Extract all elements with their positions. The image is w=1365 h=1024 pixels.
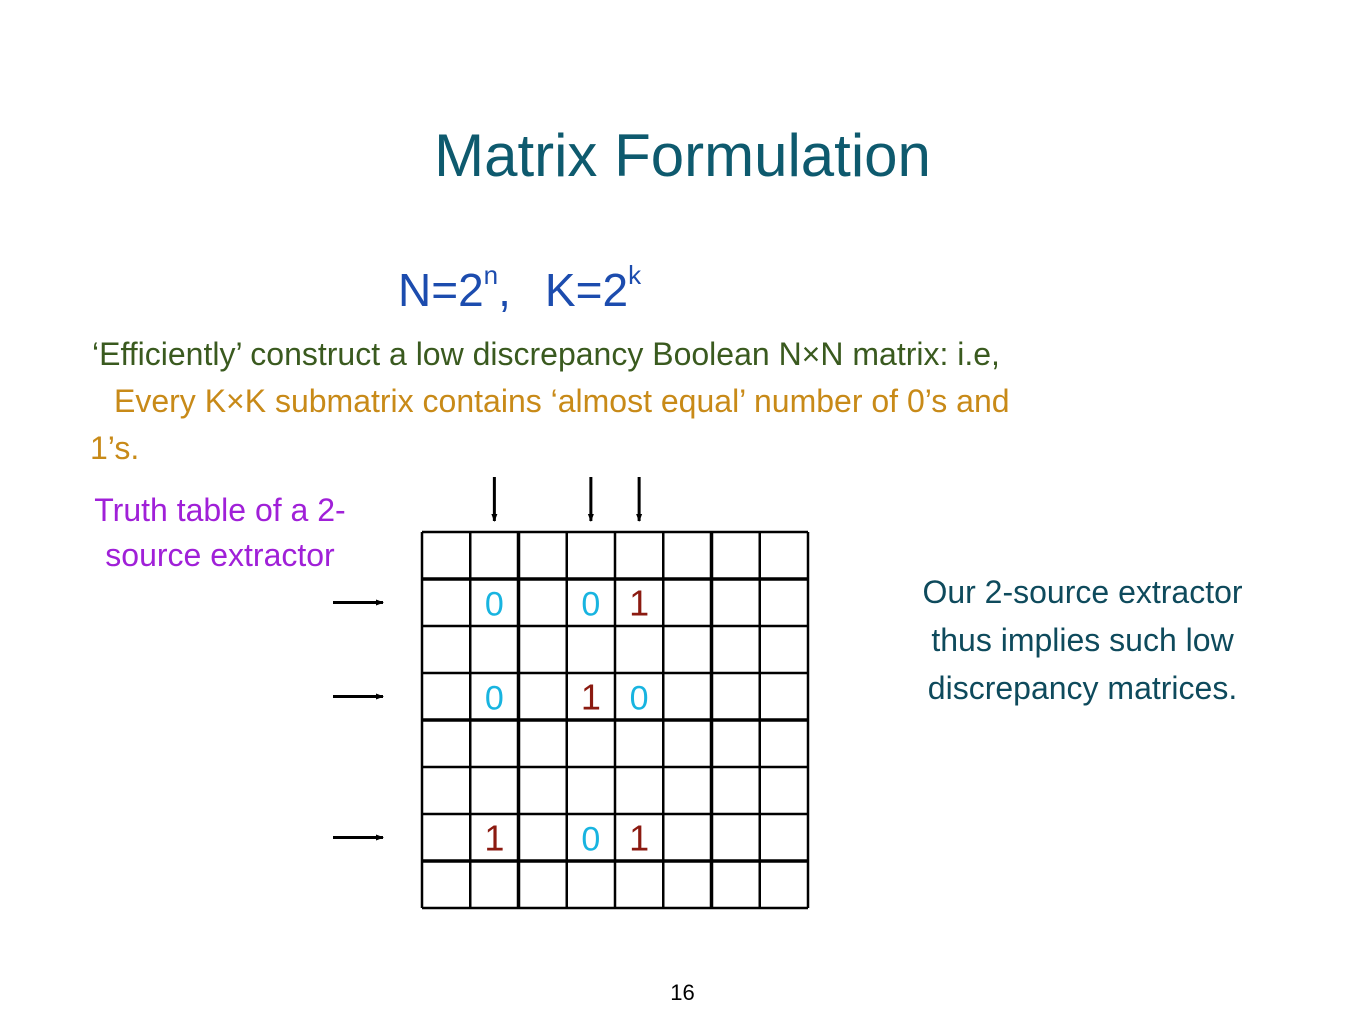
selector-arrows xyxy=(333,477,643,841)
slide-title: Matrix Formulation xyxy=(434,122,931,189)
matrix-entry-one: 1 xyxy=(581,677,601,718)
extractor-note: Our 2-source extractor thus implies such… xyxy=(855,568,1310,712)
matrix-entry-zero: 0 xyxy=(581,821,600,859)
matrix-entry-one: 1 xyxy=(629,583,649,624)
matrix-entry-zero: 0 xyxy=(630,680,649,718)
matrix-grid xyxy=(420,530,810,910)
formula-n-exponent: n xyxy=(483,260,499,290)
page-number: 16 xyxy=(670,980,695,1005)
formula-n: N=2 xyxy=(398,264,484,316)
matrix-entry-zero: 0 xyxy=(485,586,504,624)
formula-separator: , xyxy=(498,264,511,316)
matrix-entry-one: 1 xyxy=(484,818,504,859)
definition-line-2: Every K×K submatrix contains ‘almost equ… xyxy=(114,383,1010,419)
definition-line-3: 1’s. xyxy=(90,430,140,466)
truth-table-label-line-2: source extractor xyxy=(105,537,335,573)
truth-table-label: Truth table of a 2- source extractor xyxy=(40,488,400,578)
extractor-note-line-1: Our 2-source extractor xyxy=(922,574,1243,610)
formula-k: K=2 xyxy=(544,264,629,316)
definition-line-1: ‘Efficiently’ construct a low discrepanc… xyxy=(92,336,1000,372)
extractor-note-line-3: discrepancy matrices. xyxy=(927,670,1238,706)
extractor-note-line-2: thus implies such low xyxy=(931,622,1234,658)
formula-k-exponent: k xyxy=(628,260,642,290)
matrix-entry-one: 1 xyxy=(629,818,649,859)
matrix-entry-zero: 0 xyxy=(581,586,600,624)
formula: N=2n, K=2k xyxy=(398,262,641,318)
truth-table-label-line-1: Truth table of a 2- xyxy=(94,492,346,528)
matrix-entry-zero: 0 xyxy=(485,680,504,718)
